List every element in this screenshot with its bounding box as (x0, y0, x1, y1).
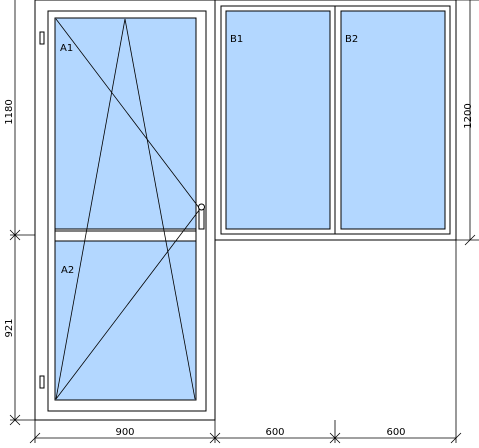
dim-window-height: 1200 (463, 103, 474, 128)
label-b2: B2 (345, 34, 358, 45)
dim-door-lower-height: 921 (4, 318, 15, 337)
handle-icon (198, 203, 205, 230)
dim-window-b2-width: 600 (386, 427, 405, 438)
sash-b2 (340, 10, 446, 230)
door-transom (54, 228, 197, 242)
hinge-icon (39, 375, 45, 389)
sash-a2 (54, 240, 197, 401)
label-b1: B1 (230, 34, 243, 45)
dim-door-width: 900 (115, 427, 134, 438)
left-dimension-line (9, 0, 35, 426)
right-dimension-line (456, 0, 479, 246)
dim-window-b1-width: 600 (265, 427, 284, 438)
door-opening-lines (55, 18, 201, 400)
sash-a1 (54, 17, 197, 230)
dim-door-upper-height: 1180 (4, 99, 15, 124)
label-a1: A1 (60, 43, 73, 54)
bottom-dimension-line (29, 240, 462, 444)
label-a2: A2 (61, 265, 74, 276)
hinge-icon (39, 31, 45, 45)
sash-b1 (225, 10, 331, 230)
